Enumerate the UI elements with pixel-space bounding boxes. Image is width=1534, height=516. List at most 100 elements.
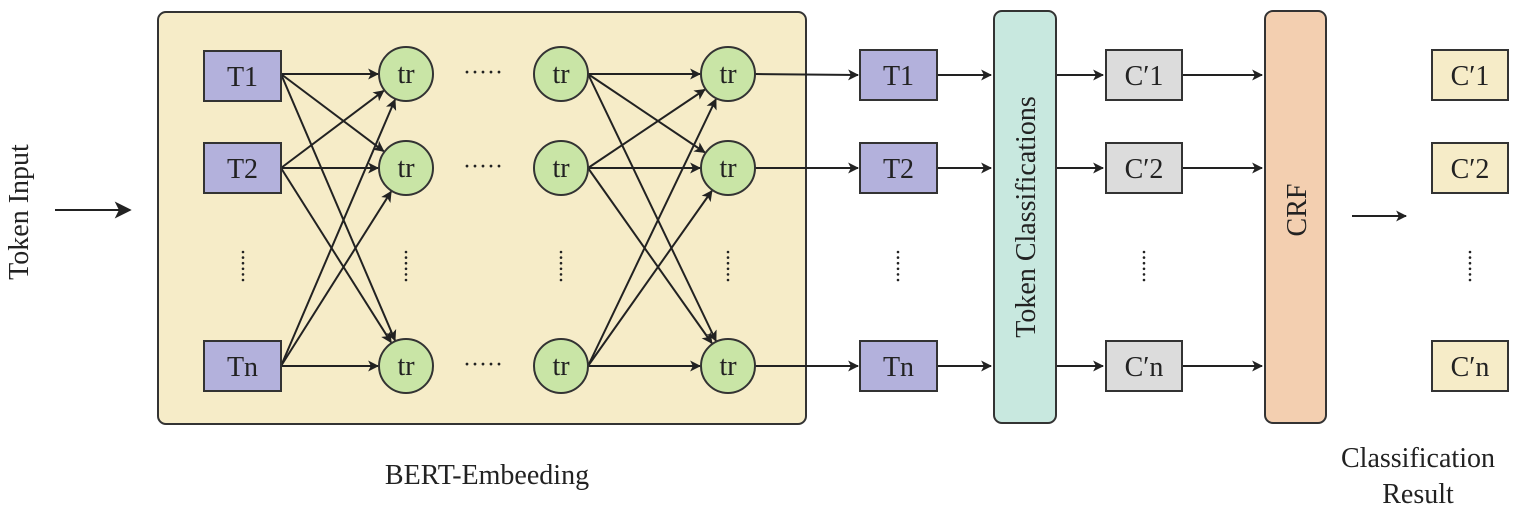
token-output-label: Tn [883,352,914,383]
horizontal-ellipsis: ····· [463,154,503,180]
token-to-tr-arrow [280,90,385,169]
ellipsis-dot [241,278,245,282]
ellipsis-dot [1468,278,1472,282]
ellipsis-dot [726,273,730,276]
token-to-tr-arrow [280,98,397,367]
ellipsis-dot [1468,250,1472,254]
class-output-C2: C′2 [1105,142,1183,194]
tr-node-label: tr [397,351,415,382]
ellipsis-dot [241,267,245,271]
token-output-Tn: Tn [859,340,938,392]
token-output-label: T1 [883,61,914,92]
bert-token-label: T2 [227,154,258,185]
ellipsis-dot [559,267,563,271]
token-to-tr-arrow [280,190,392,367]
result-label: C′n [1451,352,1490,383]
tr-to-tr-arrow [587,73,706,154]
tr-node: tr [700,140,756,196]
ellipsis-dot [404,256,408,259]
token-to-tr-arrow [280,73,385,152]
ellipsis-dot [1142,250,1146,254]
tr-to-tr-arrow [587,98,717,367]
tr-node: tr [533,46,589,102]
ellipsis-dot [404,261,408,265]
tr-node: tr [700,338,756,394]
tr-node-label: tr [397,59,415,90]
class-output-label: C′1 [1125,61,1164,92]
tr-node: tr [700,46,756,102]
tr-node-label: tr [719,351,737,382]
ellipsis-dot [726,261,730,265]
ellipsis-dot [726,278,730,282]
tr-node-label: tr [552,153,570,184]
ellipsis-dot [1468,256,1472,259]
ellipsis-dot [896,273,900,276]
crf-label: CRF [1282,184,1313,237]
ellipsis-dot [726,250,730,254]
tr-to-tr-arrow [587,88,706,169]
ellipsis-dot [241,256,245,259]
bert-token-Tn: Tn [203,340,282,392]
class-output-label: C′n [1125,352,1164,383]
vertical-ellipsis [559,250,563,282]
token-output-T2: T2 [859,142,938,194]
tr-node: tr [533,140,589,196]
tr-node-label: tr [552,59,570,90]
bert-token-label: T1 [227,62,258,93]
vertical-ellipsis [404,250,408,282]
result-Cn: C′n [1431,340,1509,392]
token-output-T1: T1 [859,49,938,101]
horizontal-ellipsis: ····· [463,352,503,378]
vertical-ellipsis [1142,250,1146,282]
bert-embedding-panel [157,11,807,425]
bert-token-T1: T1 [203,50,282,102]
result-caption-line2: Result [1382,479,1454,510]
ellipsis-dot [1142,278,1146,282]
ellipsis-dot [896,267,900,271]
vertical-ellipsis [896,250,900,282]
ellipsis-dot [896,250,900,254]
class-output-label: C′2 [1125,154,1164,185]
tr-node: tr [378,46,434,102]
class-output-C1: C′1 [1105,49,1183,101]
bert-token-label: Tn [227,352,258,383]
ellipsis-dot [404,278,408,282]
ellipsis-dot [896,261,900,265]
ellipsis-dot [559,278,563,282]
ellipsis-dot [1142,256,1146,259]
tr-to-tr-arrow [587,189,713,367]
ellipsis-dot [559,273,563,276]
connections [280,68,1264,372]
result-C2: C′2 [1431,142,1509,194]
tr-to-token-output-arrow [754,69,860,81]
tr-to-tr-arrow [587,167,713,345]
tr-node: tr [533,338,589,394]
bert-embedding-caption: BERT-Embeeding [385,460,589,491]
token-classifications-bar [993,10,1057,424]
result-label: C′2 [1451,154,1490,185]
vertical-ellipsis [726,250,730,282]
ellipsis-dot [241,273,245,276]
token-to-tr-arrow [280,73,397,342]
tr-node-label: tr [719,153,737,184]
ellipsis-dot [559,250,563,254]
ellipsis-dot [1142,261,1146,265]
token-output-label: T2 [883,154,914,185]
ellipsis-dot [896,256,900,259]
tr-node: tr [378,140,434,196]
result-C1: C′1 [1431,49,1509,101]
ellipsis-dot [726,256,730,259]
ellipsis-dot [1142,273,1146,276]
ellipsis-dot [241,250,245,254]
vertical-ellipsis [1468,250,1472,282]
ellipsis-dot [241,261,245,265]
token-to-tr-arrow [280,167,392,344]
token-classifications-label: Token Classifications [1011,96,1042,337]
horizontal-ellipsis: ····· [463,60,503,86]
vertical-ellipsis [241,250,245,282]
tr-node-label: tr [719,59,737,90]
ellipsis-dot [1468,273,1472,276]
ellipsis-dot [726,267,730,271]
token-input-label: Token Input [4,144,35,280]
